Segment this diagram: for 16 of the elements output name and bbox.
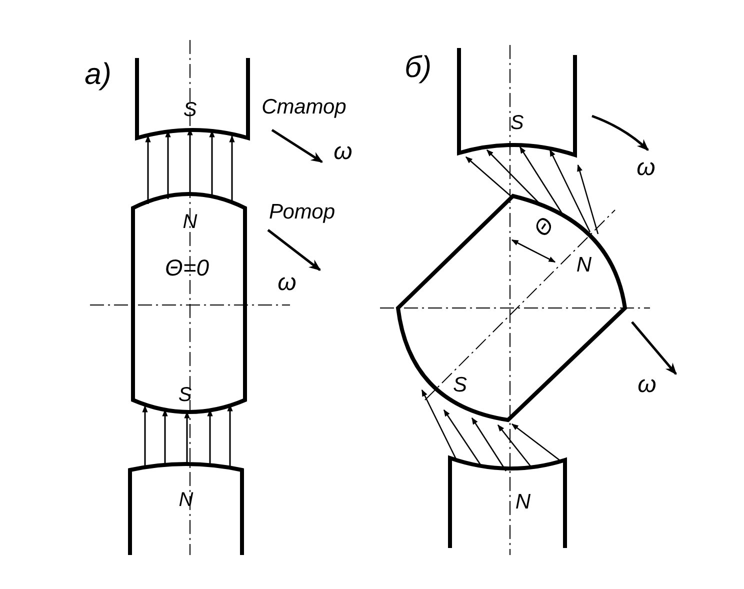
pole-label: S [510, 113, 524, 133]
pole-label: N [515, 492, 531, 512]
rotor-label: Ротор [268, 202, 336, 222]
angular-speed-symbol: ω [638, 373, 656, 397]
pole-label: N [576, 254, 592, 276]
angle-label: Θ=0 [164, 256, 210, 280]
angle-label: Θ [530, 214, 558, 240]
pole-label: S [178, 385, 192, 405]
panel-label: б) [404, 53, 432, 83]
pole-label: S [453, 374, 467, 396]
pole-label: S [183, 100, 197, 120]
angular-speed-symbol: ω [278, 271, 296, 295]
angular-speed-symbol: ω [334, 140, 352, 164]
angular-speed-symbol: ω [636, 156, 656, 180]
panel-label: а) [84, 60, 112, 90]
stator-label: Статор [262, 96, 346, 118]
